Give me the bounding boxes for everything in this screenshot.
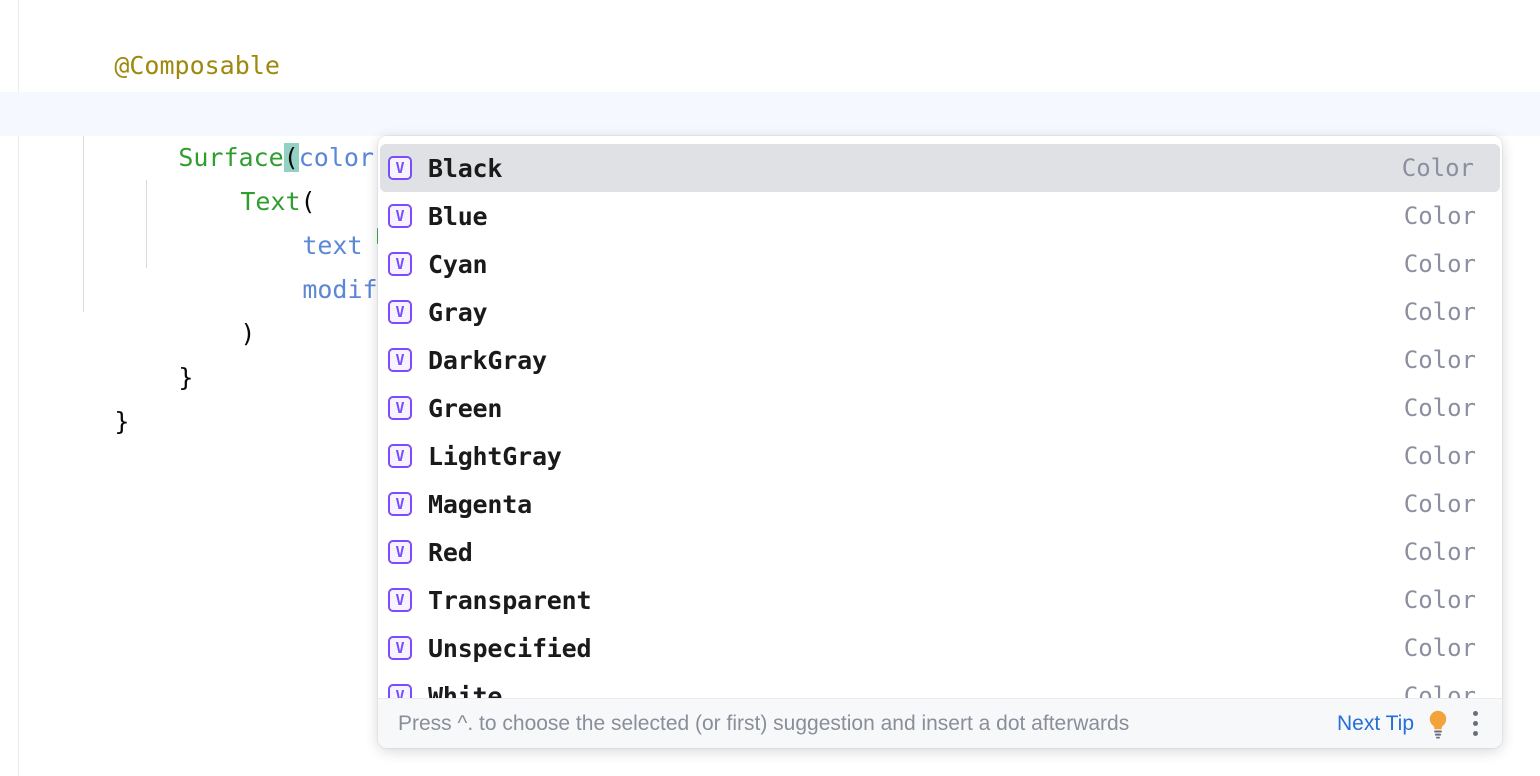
value-property-icon: V [388,684,412,700]
value-property-icon: V [388,156,412,180]
completion-item-label: DarkGray [428,345,547,375]
code-line-surface-current: Surface(color = Color.) { [0,92,1540,172]
completion-item-type: Color [1403,298,1476,326]
completion-item[interactable]: V LightGray Color [378,432,1502,480]
paren-open: ( [300,187,316,216]
annotation-token: @Composable [114,51,280,80]
value-property-icon: V [388,444,412,468]
value-property-icon: V [388,252,412,276]
completion-hint-bar: Press ^. to choose the selected (or firs… [378,698,1502,748]
completion-item-label: Green [428,393,503,423]
more-options-icon[interactable] [1462,709,1488,739]
composable-call-surface: Surface [178,143,284,172]
code-line-annotation: @Composable [0,0,1540,80]
completion-item-label: Blue [428,201,488,231]
completion-item-label: Unspecified [428,633,592,663]
completion-item-type: Color [1403,442,1476,470]
completion-item[interactable]: V Cyan Color [378,240,1502,288]
completion-item-label: LightGray [428,441,562,471]
completion-item[interactable]: V Gray Color [378,288,1502,336]
code-line-close-brace-outer: } [0,356,1540,436]
brace-close-outer: } [114,407,130,436]
paren-close: ) [240,319,256,348]
completion-item-type: Color [1403,346,1476,374]
lightbulb-icon[interactable] [1424,709,1452,739]
indent-guide [146,180,147,268]
value-property-icon: V [388,300,412,324]
completion-item-type: Color [1403,394,1476,422]
completion-item[interactable]: V Magenta Color [378,480,1502,528]
value-property-icon: V [388,588,412,612]
completion-item-type: Color [1401,154,1474,182]
brace-close-inner: } [178,363,194,392]
completion-item[interactable]: V DarkGray Color [378,336,1502,384]
code-line-close-paren: ) [0,268,1540,348]
code-line-text-call: Text( [0,136,1540,216]
completion-item-label: Black [428,153,503,183]
composable-call-text: Text [240,187,301,216]
completion-item-type: Color [1403,490,1476,518]
value-property-icon: V [388,396,412,420]
value-property-icon: V [388,348,412,372]
completion-item-type: Color [1403,682,1476,700]
completion-item[interactable]: V Transparent Color [378,576,1502,624]
value-property-icon: V [388,636,412,660]
completion-item[interactable]: V Black Color [380,144,1500,192]
code-line-function-signature: fun Greeting(name: String, modifier: Mod… [0,48,1540,128]
completion-item[interactable]: V Unspecified Color [378,624,1502,672]
completion-item-label: Transparent [428,585,592,615]
value-property-icon: V [388,540,412,564]
completion-item-label: Magenta [428,489,532,519]
value-property-icon: V [388,204,412,228]
completion-item-label: Cyan [428,249,488,279]
completion-item-type: Color [1403,250,1476,278]
completion-item-type: Color [1403,202,1476,230]
completion-item[interactable]: V Blue Color [378,192,1502,240]
indent-guide [83,136,84,312]
completion-item-label: Gray [428,297,488,327]
gutter-divider [18,0,19,776]
hint-text: Press ^. to choose the selected (or firs… [398,711,1130,735]
completion-item-type: Color [1403,538,1476,566]
next-tip-link[interactable]: Next Tip [1336,711,1414,735]
code-line-close-brace-inner: } [0,312,1540,392]
completion-item[interactable]: V Red Color [378,528,1502,576]
completion-item[interactable]: V White Color [378,672,1502,700]
named-arg-text: text [302,231,363,260]
completion-item-type: Color [1403,634,1476,662]
completion-item-label: Red [428,537,473,567]
value-property-icon: V [388,492,412,516]
completion-item-label: White [428,681,503,701]
brace-open-highlight: ( [283,143,299,172]
completion-item-type: Color [1403,586,1476,614]
completion-item[interactable]: V Green Color [378,384,1502,432]
named-arg-color: color [298,143,374,172]
